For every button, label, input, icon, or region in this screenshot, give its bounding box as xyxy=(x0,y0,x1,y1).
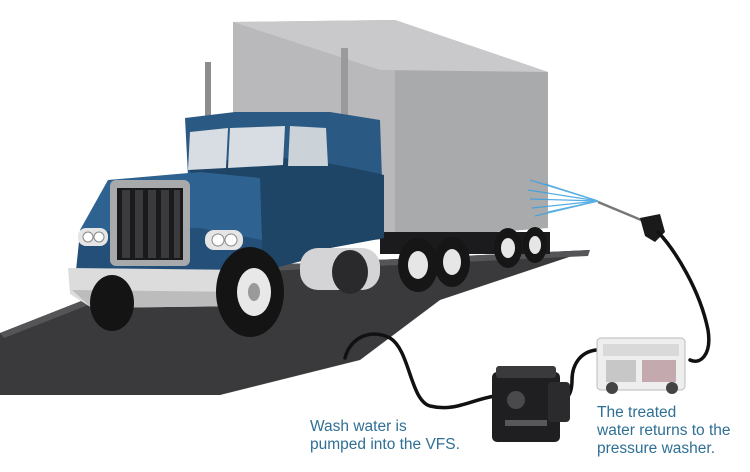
pressure-washer-icon xyxy=(596,337,686,394)
caption-treated-water: The treated water returns to the pressur… xyxy=(597,404,731,457)
spray-wand-icon xyxy=(597,200,665,242)
spray-mist xyxy=(527,179,599,217)
caption-wash-water: Wash water is pumped into the VFS. xyxy=(310,418,460,453)
filtration-unit-icon xyxy=(492,366,570,442)
truck-icon xyxy=(68,20,550,337)
